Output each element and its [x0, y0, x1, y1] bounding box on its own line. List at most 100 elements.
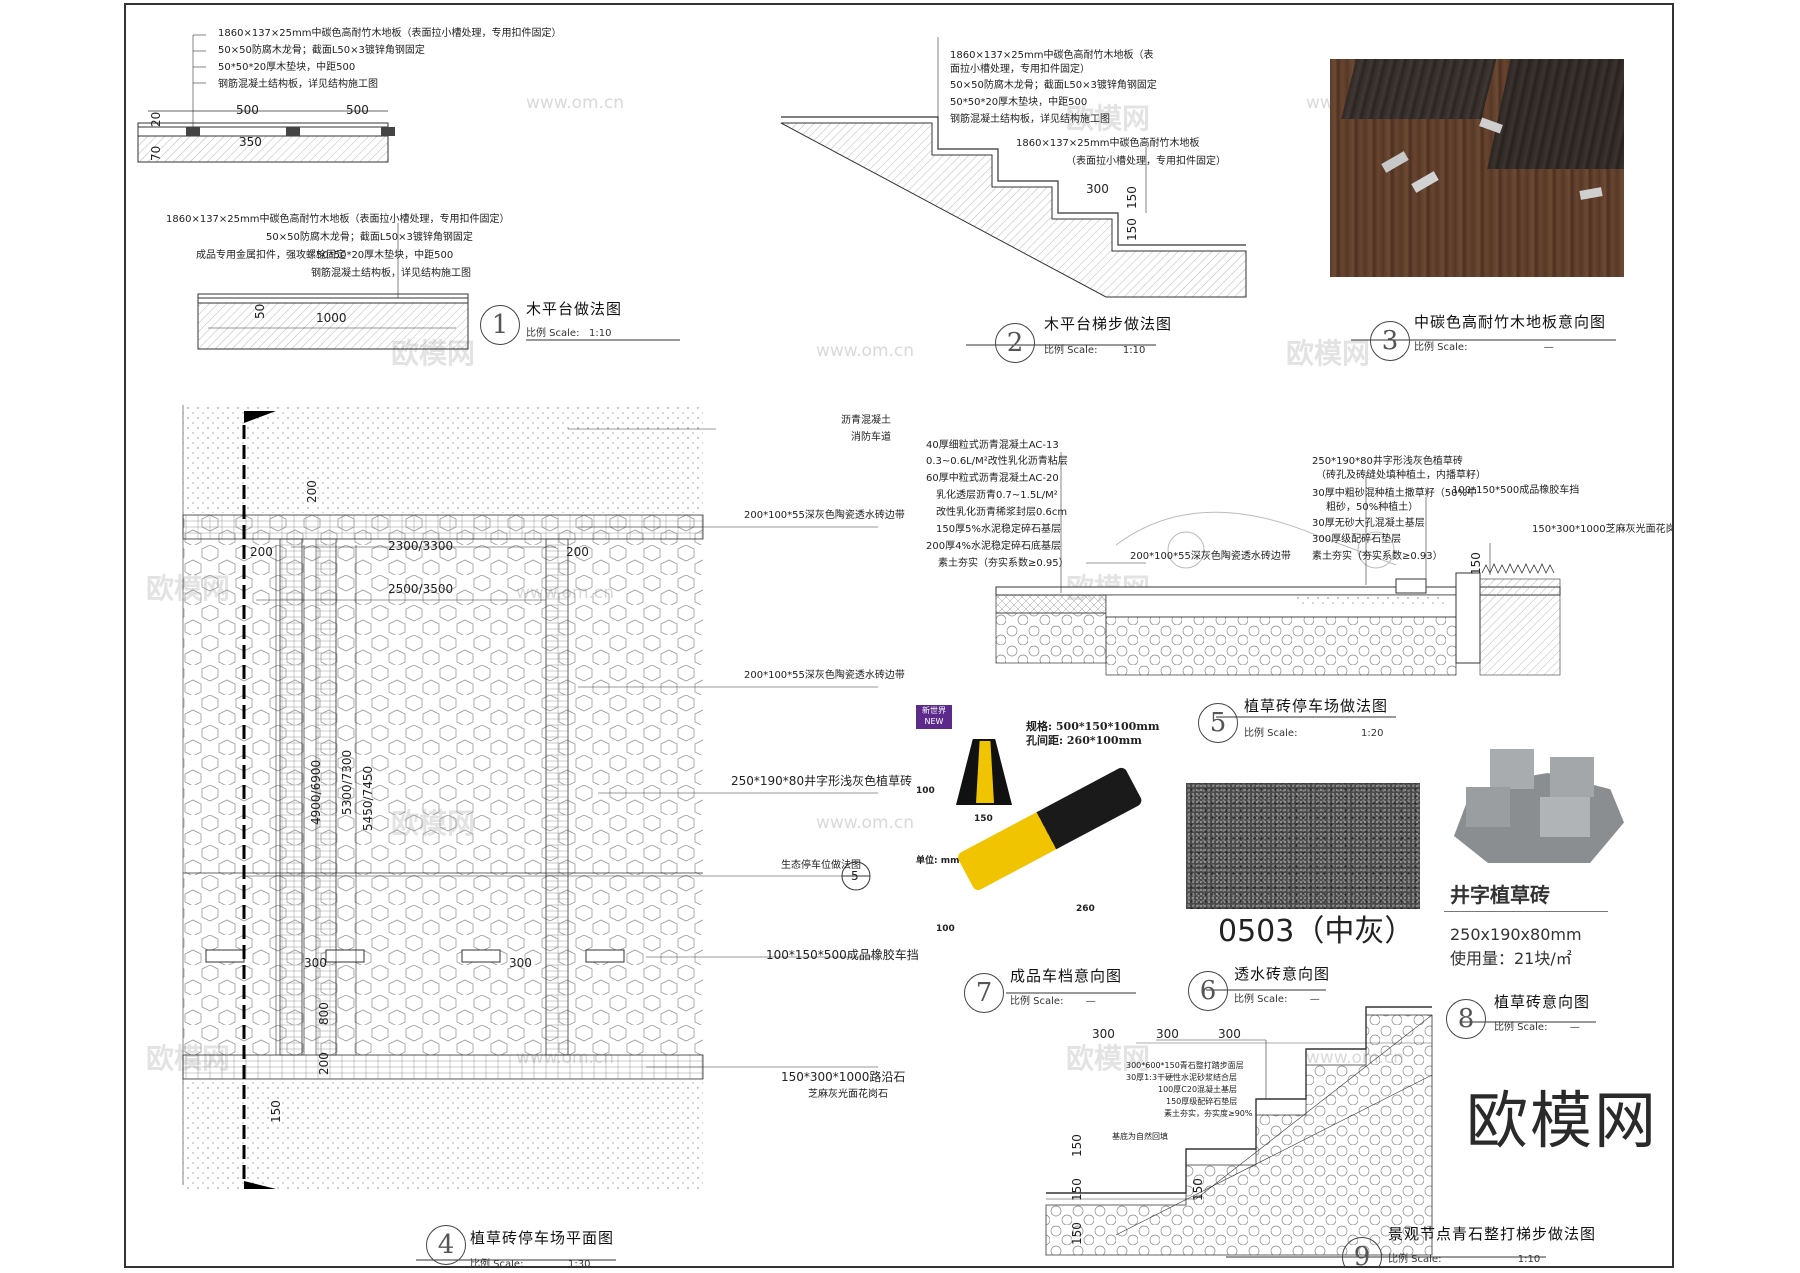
d9-note: 30厚1:3干硬性水泥砂浆结合层	[1126, 1073, 1238, 1082]
detail-title: 景观节点青石整打梯步做法图	[1388, 1225, 1597, 1243]
detail-title: 木平台做法图	[526, 300, 623, 318]
d9-note: 300*600*150青石整打踏步面层	[1126, 1061, 1244, 1070]
d2-note: 50×50防腐木龙骨；截面L50×3镀锌角钢固定	[950, 80, 1157, 91]
d5-note: 改性乳化沥青稀浆封层0.6cm	[936, 507, 1068, 518]
d5-note: 150厚5%水泥稳定碎石基层	[936, 524, 1061, 535]
plan-dim: 200	[566, 545, 589, 559]
d5-note: 300厚级配碎石垫层	[1312, 534, 1402, 545]
site-logo: 欧模网	[1466, 1084, 1659, 1157]
detail-scale: 比例 Scale: 1:10	[1388, 1254, 1541, 1265]
detail-badge: 7	[964, 973, 1004, 1013]
d5-note: 乳化透层沥青0.7~1.5L/M²	[936, 490, 1058, 501]
plan-note: 100*150*500成品橡胶车挡	[766, 948, 919, 962]
d2-dim: 150	[1125, 186, 1139, 209]
spec-text: 规格: 500*150*100mm	[1026, 720, 1160, 733]
plan-dim: 200	[250, 545, 273, 559]
watermark: www.om.cn	[816, 813, 915, 833]
detail-badge: 4	[426, 1225, 466, 1265]
paver-usage: 使用量：21块/㎡	[1450, 949, 1572, 968]
d9-note: 基底为自然回填	[1112, 1132, 1168, 1141]
dim-label: 100	[936, 924, 955, 934]
d1-dim: 350	[239, 135, 262, 149]
detail-badge: 6	[1188, 971, 1228, 1011]
d2-dim: 300	[1086, 182, 1109, 196]
plan-dim: 200	[305, 480, 319, 503]
d1-note: 50*50*20厚木垫块，中距500	[316, 250, 454, 261]
watermark: www.om.cn	[816, 341, 915, 361]
watermark: www.om.cn	[526, 93, 625, 113]
plan-ref: 5	[851, 869, 859, 883]
d1-note: 50×50防腐木龙骨；截面L50×3镀锌角钢固定	[218, 45, 425, 56]
detail-title: 透水砖意向图	[1234, 965, 1331, 983]
d1-dim: 500	[346, 103, 369, 117]
d1-note: 1860×137×25mm中碳色高耐竹木地板（表面拉小槽处理，专用扣件固定）	[166, 214, 510, 225]
dim-label: 100	[916, 786, 935, 796]
d2-note: （表面拉小槽处理，专用扣件固定）	[1066, 156, 1226, 167]
detail-badge: 3	[1370, 321, 1410, 361]
plan-dim: 2300/3300	[388, 539, 454, 553]
watermark-logo: 欧模网	[1066, 1042, 1151, 1075]
d9-dim: 300	[1156, 1027, 1179, 1041]
d5-note: 0.3~0.6L/M²改性乳化沥青粘层	[926, 456, 1068, 467]
d5-note: 素土夯实（夯实系数≥0.95）	[938, 558, 1069, 569]
d2-note: 1860×137×25mm中碳色高耐竹木地板（表	[950, 50, 1154, 61]
d2-note: 1860×137×25mm中碳色高耐竹木地板	[1016, 138, 1200, 149]
d1-dim: 50	[253, 303, 267, 319]
permeable-brick-photo	[1186, 783, 1420, 909]
detail-9-stair-section	[1045, 1006, 1433, 1256]
d1-note: 50*50*20厚木垫块，中距500	[218, 62, 356, 73]
watermark-logo: 欧模网	[1066, 102, 1151, 135]
plan-dim: 5450/7450	[361, 765, 375, 831]
d1-dim: 20	[149, 111, 163, 127]
detail-1-bottom-section	[197, 223, 469, 350]
d2-note: 面拉小槽处理，专用扣件固定）	[950, 64, 1090, 75]
detail-title: 成品车档意向图	[1010, 967, 1123, 985]
plan-dim: 800	[317, 1002, 331, 1025]
d9-dim: 300	[1218, 1027, 1241, 1041]
d9-dim: 150	[1191, 1178, 1205, 1201]
d5-dim: 150	[1469, 552, 1483, 575]
plan-dim: 150	[269, 1100, 283, 1123]
plan-dim: 5300/7300	[340, 749, 354, 815]
d5-note: 40厚细粒式沥青混凝土AC-13	[926, 440, 1059, 451]
detail-scale: 比例 Scale: 1:30	[470, 1259, 591, 1268]
d1-note: 成品专用金属扣件，强攻螺栓固定	[196, 250, 346, 261]
d5-note: 150*300*1000芝麻灰光面花岗石路沿石	[1532, 524, 1672, 535]
brick-code: 0503（中灰）	[1218, 914, 1415, 949]
d1-note: 1860×137×25mm中碳色高耐竹木地板（表面拉小槽处理，专用扣件固定）	[218, 28, 562, 39]
dim-label: 150	[974, 814, 993, 824]
detail-4-parking-plan	[182, 405, 878, 1189]
d9-dim: 150	[1070, 1222, 1084, 1245]
d1-dim: 70	[149, 145, 163, 161]
plan-note: 芝麻灰光面花岗石	[808, 1089, 888, 1100]
plan-note: 250*190*80井字形浅灰色植草砖	[731, 774, 913, 788]
detail-scale: 比例 Scale: 1:10	[526, 328, 612, 339]
dim-label: 260	[1076, 904, 1095, 914]
plan-note: 200*100*55深灰色陶瓷透水砖边带	[744, 510, 905, 521]
watermark-logo: 欧模网	[1286, 337, 1371, 370]
plan-dim: 300	[304, 956, 327, 970]
plan-dim: 300	[509, 956, 532, 970]
d1-note: 钢筋混凝土结构板，详见结构施工图	[311, 268, 471, 279]
d5-note: 粗砂，50%种植土）	[1326, 502, 1419, 513]
paver-size: 250x190x80mm	[1450, 925, 1582, 944]
d2-dim: 150	[1125, 218, 1139, 241]
detail-badge: 1	[480, 305, 520, 345]
detail-scale: 比例 Scale: —	[1234, 994, 1320, 1005]
detail-scale: 比例 Scale: —	[1414, 342, 1554, 353]
d2-note: 50*50*20厚木垫块，中距500	[950, 97, 1088, 108]
detail-badge: 2	[995, 323, 1035, 363]
d1-dim: 500	[236, 103, 259, 117]
d5-note: （砖孔及砖缝处填种植土，内播草籽）	[1316, 470, 1486, 481]
detail-title: 植草砖意向图	[1494, 993, 1591, 1011]
detail-1-top-section	[137, 34, 395, 163]
plan-dim: 2500/3500	[388, 582, 454, 596]
d5-note: 200厚4%水泥稳定碎石底基层	[926, 541, 1061, 552]
detail-scale: 比例 Scale: 1:10	[1044, 345, 1146, 356]
d1-dim: 1000	[316, 311, 347, 325]
d5-note: 素土夯实（夯实系数≥0.93）	[1312, 551, 1443, 562]
d1-note: 50×50防腐木龙骨；截面L50×3镀锌角钢固定	[266, 232, 473, 243]
paver-name: 井字植草砖	[1450, 883, 1550, 907]
